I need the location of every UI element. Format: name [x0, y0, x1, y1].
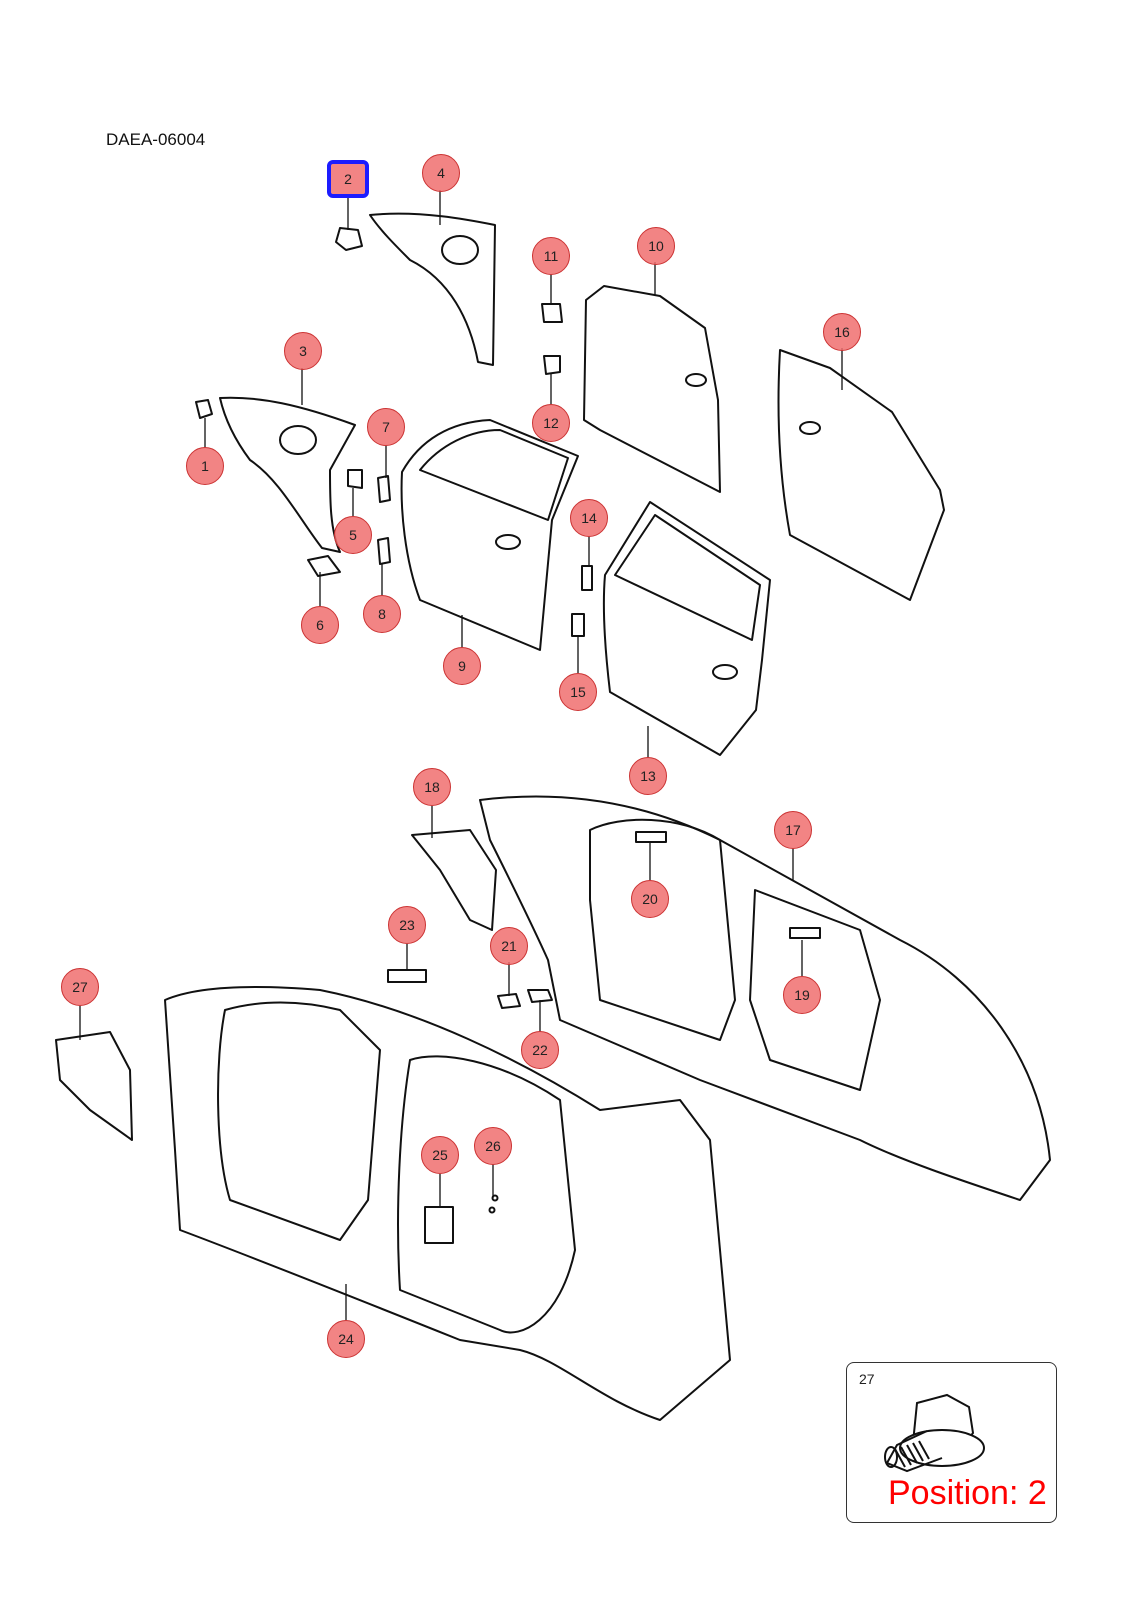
bracket-part-5: [347, 469, 363, 489]
callout-15[interactable]: 15: [559, 673, 597, 711]
callout-12[interactable]: 12: [532, 404, 570, 442]
position-label: Position: 2: [888, 1474, 1047, 1512]
callout-26[interactable]: 26: [474, 1127, 512, 1165]
callout-16[interactable]: 16: [823, 313, 861, 351]
hinge-part-15: [571, 613, 585, 637]
inset-part-number: 27: [859, 1371, 875, 1387]
leader-lines: [79, 190, 843, 1320]
callout-13[interactable]: 13: [629, 757, 667, 795]
callout-9[interactable]: 9: [443, 647, 481, 685]
callout-27[interactable]: 27: [61, 968, 99, 1006]
callout-14[interactable]: 14: [570, 499, 608, 537]
hinge-part-7: [377, 475, 391, 503]
callout-21[interactable]: 21: [490, 927, 528, 965]
callout-8[interactable]: 8: [363, 595, 401, 633]
bracket-part-21: [497, 993, 521, 1009]
callout-24[interactable]: 24: [327, 1320, 365, 1358]
callout-18[interactable]: 18: [413, 768, 451, 806]
inner-side-panel-part: [479, 795, 1051, 1201]
bracket-part-27: [55, 1031, 133, 1141]
callout-23[interactable]: 23: [388, 906, 426, 944]
front-door-part: [400, 419, 579, 651]
strip-part-23: [387, 969, 427, 983]
rear-door-part: [602, 501, 771, 756]
callout-5[interactable]: 5: [334, 516, 372, 554]
front-door-inner-part: [583, 285, 721, 493]
callout-22[interactable]: 22: [521, 1031, 559, 1069]
hinge-part-12: [543, 355, 561, 375]
front-fender-part: [219, 396, 356, 553]
callout-19[interactable]: 19: [783, 976, 821, 1014]
bracket-part-22: [527, 989, 553, 1003]
hinge-part-14: [581, 565, 593, 591]
bracket-part-2: [335, 227, 363, 251]
callout-2[interactable]: 2: [327, 160, 369, 198]
callout-4[interactable]: 4: [422, 154, 460, 192]
rear-door-inner-part: [777, 349, 945, 601]
callout-1[interactable]: 1: [186, 447, 224, 485]
callout-3[interactable]: 3: [284, 332, 322, 370]
hinge-part-11: [541, 303, 563, 323]
callout-17[interactable]: 17: [774, 811, 812, 849]
flange-bolt-icon: [884, 1393, 985, 1473]
bracket-part-6: [307, 555, 341, 577]
reinforcement-part-18: [411, 829, 497, 931]
callout-7[interactable]: 7: [367, 408, 405, 446]
callout-25[interactable]: 25: [421, 1136, 459, 1174]
fender-liner-part: [369, 212, 496, 366]
callout-6[interactable]: 6: [301, 606, 339, 644]
callout-10[interactable]: 10: [637, 227, 675, 265]
outer-side-panel-part: [164, 986, 731, 1421]
callout-11[interactable]: 11: [532, 237, 570, 275]
detail-inset: 27: [846, 1362, 1057, 1523]
bolt-part-26b: [488, 1206, 496, 1214]
diagram-id: DAEA-06004: [106, 130, 206, 149]
callout-20[interactable]: 20: [631, 880, 669, 918]
bracket-part-1: [195, 399, 213, 419]
hinge-part-8: [377, 537, 391, 565]
